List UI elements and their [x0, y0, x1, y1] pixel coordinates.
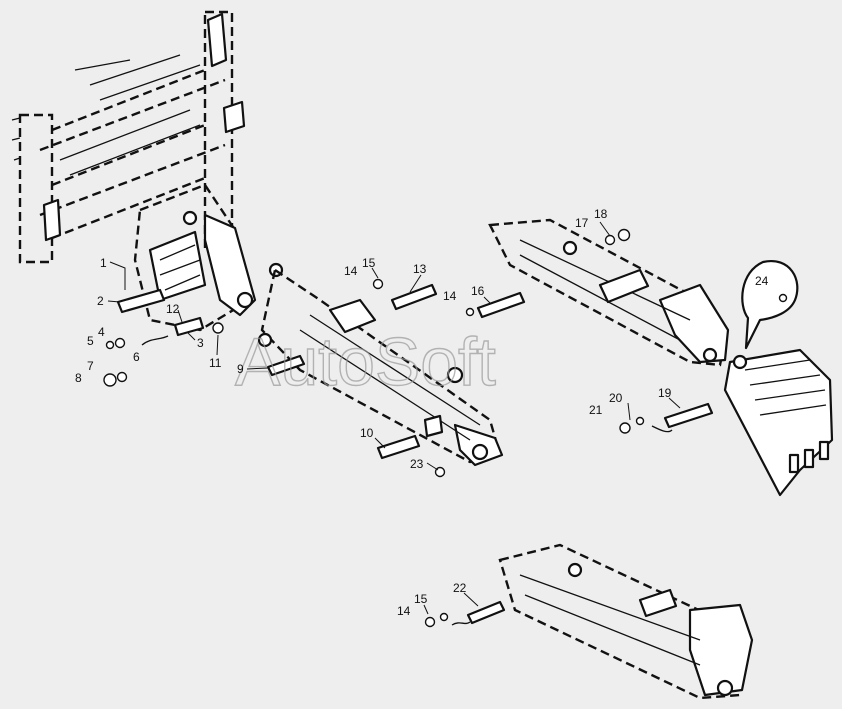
callout-7: 7	[87, 359, 94, 373]
bucket	[723, 259, 834, 497]
watermark-text: AutoSoft	[235, 324, 496, 400]
callout-11: 11	[209, 356, 222, 370]
callout-labels: 1 2 3 4 5 6 7 8 9 10 11 12 13 14 14 14 1…	[75, 207, 769, 618]
callout-14c: 14	[397, 604, 411, 618]
callout-4: 4	[98, 325, 105, 339]
callout-13: 13	[413, 262, 427, 276]
boom	[257, 268, 504, 467]
callout-12: 12	[166, 302, 180, 316]
callout-22: 22	[453, 581, 467, 595]
loader-frame	[11, 10, 246, 264]
callout-2: 2	[97, 294, 104, 308]
callout-23: 23	[410, 457, 424, 471]
callout-15b: 15	[414, 592, 428, 606]
callout-15a: 15	[362, 256, 376, 270]
pins-and-washers	[103, 228, 714, 628]
swing-bracket	[133, 183, 284, 332]
callout-14a: 14	[344, 264, 358, 278]
callout-6: 6	[133, 350, 140, 364]
callout-8: 8	[75, 371, 82, 385]
bottom-boom-assembly	[498, 543, 754, 700]
leader-lines	[107, 221, 681, 615]
callout-16: 16	[471, 284, 485, 298]
callout-20: 20	[609, 391, 623, 405]
callout-19: 19	[658, 386, 672, 400]
dipper-arm	[488, 218, 730, 367]
callout-10: 10	[360, 426, 374, 440]
callout-9: 9	[237, 362, 244, 376]
callout-21: 21	[589, 403, 603, 417]
callout-1: 1	[100, 256, 107, 270]
callout-3: 3	[197, 336, 204, 350]
callout-24: 24	[755, 274, 769, 288]
callout-17: 17	[575, 216, 589, 230]
callout-14b: 14	[443, 289, 457, 303]
callout-5: 5	[87, 334, 94, 348]
callout-18: 18	[594, 207, 608, 221]
